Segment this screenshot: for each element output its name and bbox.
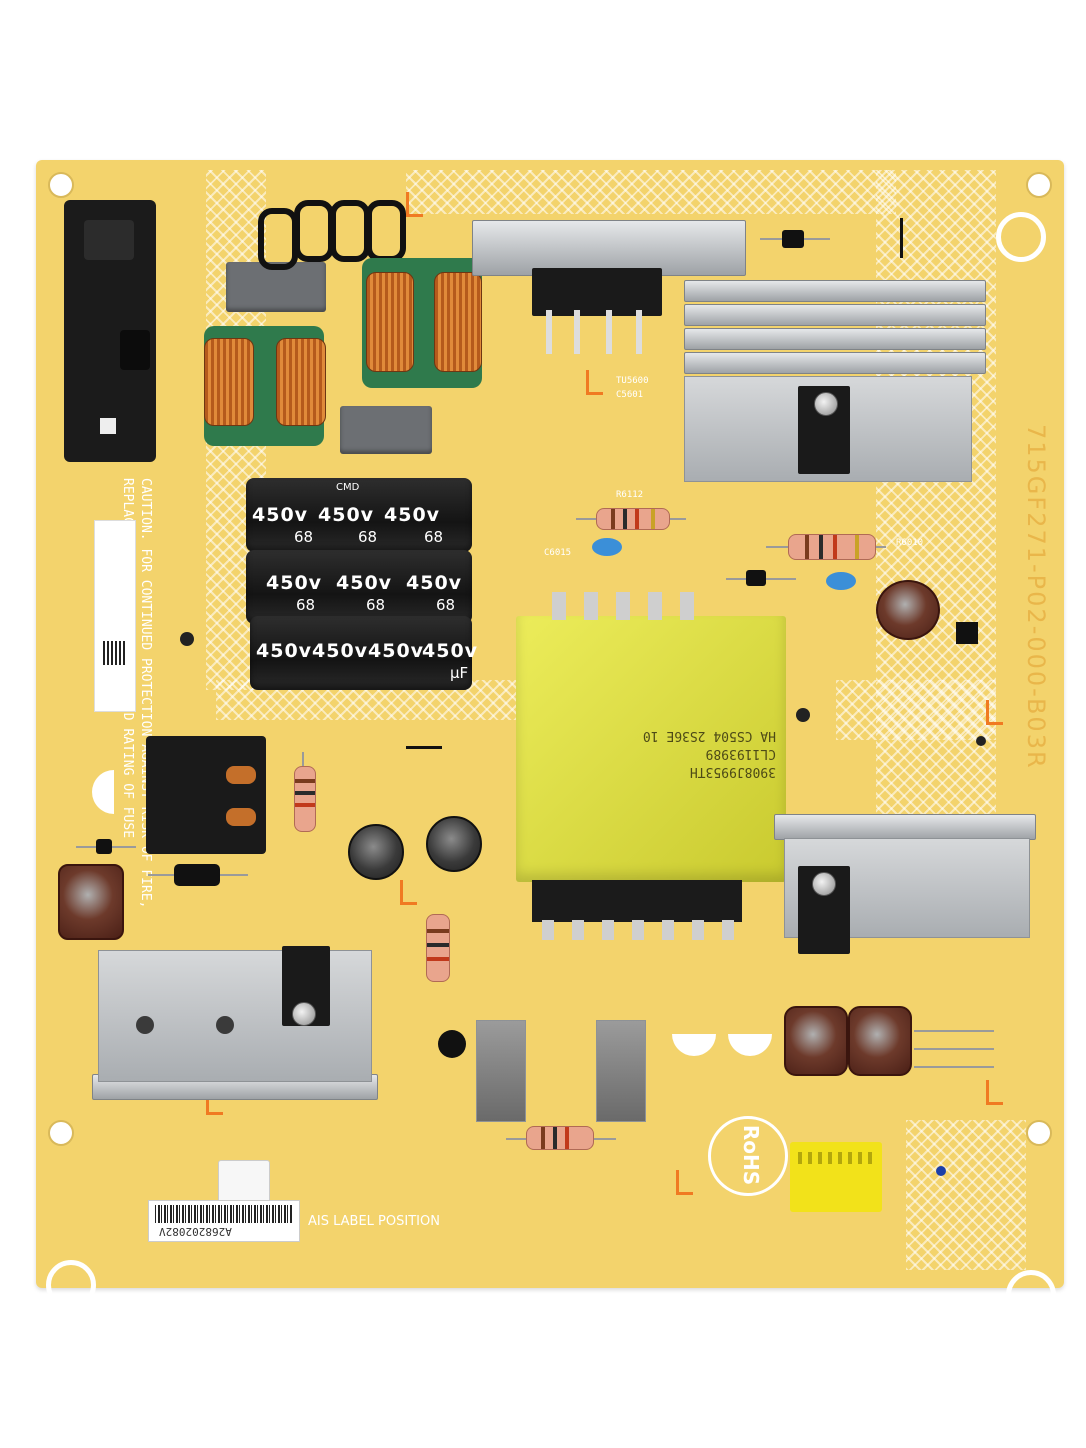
rectifier-clip: [476, 1020, 526, 1122]
pfc-heatsink-fin: [684, 352, 986, 374]
bridge-heatsink: [472, 220, 746, 276]
bulk-capacitor: 450v 450v 450v 68 68 68: [246, 550, 472, 624]
solder-pad: [976, 736, 986, 746]
mount-ring-br: [1006, 1270, 1056, 1320]
heatsink-hole: [136, 1016, 154, 1034]
pfc-heatsink-fin: [684, 304, 986, 326]
choke-coil: [434, 272, 482, 372]
heatsink-screw: [814, 392, 838, 416]
heatsink-screw: [292, 1002, 316, 1026]
transformer-pins-bottom: [542, 920, 742, 940]
x-capacitor: [340, 406, 432, 454]
orange-marker: [986, 1080, 1003, 1105]
serial-label: [94, 520, 136, 712]
electrolytic-capacitor: [784, 1006, 848, 1076]
ref-tu5600: TU5600: [616, 376, 649, 386]
diode: [746, 570, 766, 586]
silk-circle: [728, 1012, 772, 1056]
heatsink-hole: [216, 1016, 234, 1034]
diode: [96, 839, 112, 854]
resistor: [596, 508, 670, 530]
standby-heatsink-body: [98, 950, 372, 1082]
bulk-capacitor: 450v 450v 450v 68 68 68 CMD: [246, 478, 472, 552]
optocoupler: [956, 622, 978, 644]
electrolytic-capacitor: [848, 1006, 912, 1076]
diode: [782, 230, 804, 248]
pfc-heatsink-fin: [684, 328, 986, 350]
varistor: [366, 200, 406, 262]
rectifier-clip: [596, 1020, 646, 1122]
ref-r6112: R6112: [616, 490, 644, 500]
hatched-pour-bottom-right: [906, 1120, 1026, 1270]
varistor: [258, 208, 298, 270]
transformer-line: HA CS504 2S36E 10: [642, 728, 776, 743]
ref-r6010: R6010: [896, 538, 924, 548]
silk-line: [900, 218, 903, 258]
electrolytic-capacitor: [58, 864, 124, 940]
orange-marker: [400, 880, 417, 905]
part-number: 715GF271-P02-000-B03R: [1022, 424, 1050, 770]
transformer-line: 3908J9953TH: [689, 764, 776, 779]
main-transformer: 3908J9953TH CL1193989 HA CS504 2S36E 10: [516, 616, 786, 882]
bridge-rectifier: [532, 268, 662, 316]
resistor: [788, 534, 876, 560]
silk-circle: [92, 770, 136, 814]
choke-coil: [204, 338, 254, 426]
heatsink-screw: [812, 872, 836, 896]
transformer-bobbin: [532, 880, 742, 922]
transformer-line: CL1193989: [705, 746, 776, 761]
rohs-text: RoHS: [739, 1124, 764, 1186]
ref-c6015: C6015: [544, 548, 572, 558]
x-capacitor: [226, 262, 326, 312]
mount-hole-tr: [1026, 172, 1052, 198]
resistor: [294, 766, 316, 832]
pcb-board: CAUTION. FOR CONTINUED PROTECTION AGAINS…: [36, 160, 1064, 1320]
ais-label-position: AIS LABEL POSITION: [308, 1214, 440, 1229]
barcode-sticker: A268202082V: [148, 1200, 300, 1242]
electrolytic-capacitor: [348, 824, 404, 880]
diode: [174, 864, 220, 886]
resistor: [526, 1126, 594, 1150]
ceramic-capacitor: [826, 572, 856, 590]
mount-hole-bl: [48, 1120, 74, 1146]
mount-hole-tl: [48, 172, 74, 198]
transformer-label: 3908J9953TH CL1193989 HA CS504 2S36E 10: [536, 726, 776, 780]
solder-pad: [180, 632, 194, 646]
orange-marker: [206, 1090, 223, 1115]
varistor: [294, 200, 334, 262]
blue-dot: [936, 1166, 946, 1176]
mount-ring-left: [46, 1260, 96, 1310]
hatched-pour-top: [406, 170, 896, 214]
rohs-logo: RoHS: [708, 1116, 788, 1196]
ceramic-capacitor: [592, 538, 622, 556]
pfc-heatsink-fin: [684, 280, 986, 302]
solder-pad: [796, 708, 810, 722]
orange-marker: [676, 1170, 693, 1195]
choke-coil: [276, 338, 326, 426]
barcode-text: A268202082V: [159, 1225, 232, 1238]
ref-c5601: C5601: [616, 390, 644, 400]
orange-marker: [986, 700, 1003, 725]
varistor: [330, 200, 370, 262]
standby-transformer: [146, 736, 266, 854]
orange-marker: [586, 370, 603, 395]
bulk-capacitor: 450v 450v 450v 450v μF: [250, 616, 477, 690]
silk-circle: [672, 1012, 716, 1056]
choke-coil: [366, 272, 414, 372]
mount-ring-right: [996, 212, 1046, 262]
secondary-heatsink: [774, 814, 1036, 840]
mount-hole-br: [1026, 1120, 1052, 1146]
hatched-pour-lower: [836, 680, 996, 740]
orange-marker: [406, 192, 423, 217]
transformer-pins-top: [552, 592, 712, 620]
silk-line: [406, 746, 442, 749]
transistor: [438, 1030, 466, 1058]
resistor: [426, 914, 450, 982]
output-connector: [790, 1142, 882, 1212]
ac-input-connector: [64, 200, 156, 462]
electrolytic-capacitor: [426, 816, 482, 872]
electrolytic-capacitor: [876, 580, 940, 640]
